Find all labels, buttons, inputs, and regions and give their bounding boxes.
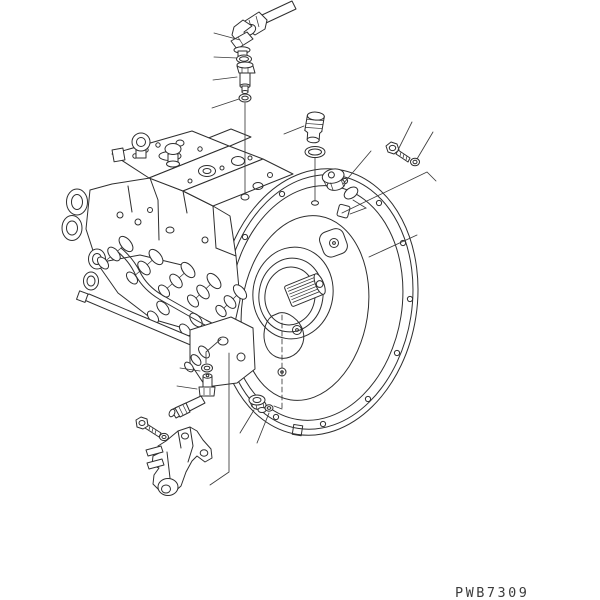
o-ring-seat xyxy=(304,146,326,158)
socket-plug xyxy=(321,168,346,191)
hydraulic-tube xyxy=(241,0,297,37)
splined-drive-shaft xyxy=(284,273,326,307)
washer-upper xyxy=(410,157,420,167)
leader-lines xyxy=(176,32,437,486)
mounting-bracket xyxy=(145,426,213,496)
hex-bolt-lower xyxy=(135,416,162,438)
hex-plug-lower xyxy=(248,394,267,413)
rim-plug-seat xyxy=(311,200,319,206)
rim-top-tab xyxy=(336,203,351,219)
elbow-hose-fitting xyxy=(168,373,216,419)
elbow-fitting-upper xyxy=(230,19,254,57)
lower-deck xyxy=(182,158,294,207)
rim-bolt-holes xyxy=(222,175,414,428)
relief-valve xyxy=(164,143,182,168)
drawing-number: PWB7309 xyxy=(455,585,529,600)
oval-cap xyxy=(343,186,359,200)
nipple-adapter xyxy=(236,61,256,94)
o-ring-lower xyxy=(201,363,213,373)
seal-ring-lower xyxy=(264,404,274,412)
hex-bolt-upper xyxy=(385,141,411,163)
ridged-plug xyxy=(304,111,325,144)
o-ring-small xyxy=(238,93,252,103)
washer-lower xyxy=(159,432,169,442)
left-port-bosses xyxy=(61,188,106,291)
main-pump-assembly xyxy=(61,128,294,388)
eye-bolt xyxy=(131,132,151,159)
